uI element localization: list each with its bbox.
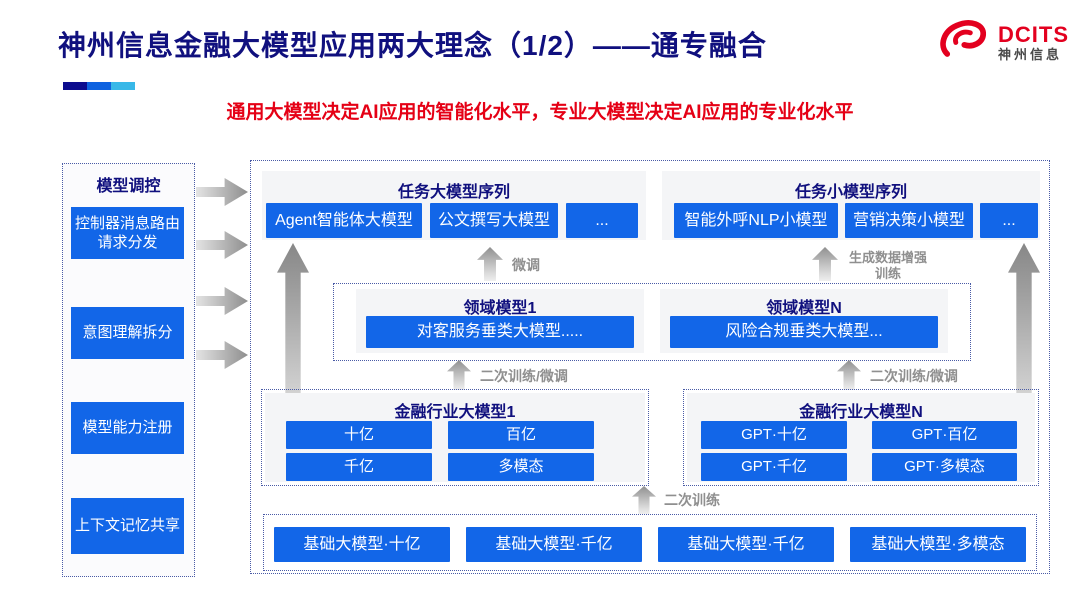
accent-segment bbox=[63, 82, 87, 90]
sidebar-item-controller-routing: 控制器消息路由请求分发 bbox=[71, 207, 184, 259]
base-model-1b-box: 基础大模型·十亿 bbox=[274, 527, 450, 562]
diagram-outer-container bbox=[250, 160, 1050, 574]
base-model-100b-box: 基础大模型·千亿 bbox=[658, 527, 834, 562]
marketing-decision-model-box: 营销决策小模型 bbox=[845, 203, 973, 238]
logo-name: DCITS bbox=[998, 22, 1069, 48]
secondary-ft-right-label: 二次训练/微调 bbox=[870, 368, 958, 384]
scale-box-100b: 千亿 bbox=[286, 453, 432, 481]
model-control-title: 模型调控 bbox=[96, 178, 161, 195]
sidebar-item-context-memory: 上下文记忆共享 bbox=[71, 498, 184, 554]
industry-model-1-title: 金融行业大模型1 bbox=[394, 404, 516, 421]
risk-compliance-model-box: 风险合规垂类大模型... bbox=[670, 316, 938, 348]
accent-segment bbox=[87, 82, 111, 90]
accent-bar bbox=[63, 82, 135, 90]
slide-subtitle: 通用大模型决定AI应用的智能化水平，专业大模型决定AI应用的专业化水平 bbox=[226, 102, 854, 123]
domain-model-n-title: 领域模型N bbox=[766, 300, 842, 317]
base-model-container bbox=[263, 514, 1037, 571]
page-title: 神州信息金融大模型应用两大理念（1/2）——通专融合 bbox=[58, 30, 767, 61]
dcits-logo: DCITS 神州信息 bbox=[938, 18, 1069, 67]
base-model-multimodal-box: 基础大模型·多模态 bbox=[850, 527, 1026, 562]
nlp-outbound-model-box: 智能外呼NLP小模型 bbox=[674, 203, 838, 238]
task-large-ellipsis-box: ... bbox=[566, 203, 638, 238]
logo-subtitle: 神州信息 bbox=[998, 47, 1063, 63]
fine-tune-label: 微调 bbox=[512, 257, 540, 273]
right-arrow-icon bbox=[196, 341, 248, 369]
task-large-model-title: 任务大模型序列 bbox=[397, 184, 510, 201]
customer-service-model-box: 对客服务垂类大模型..... bbox=[366, 316, 634, 348]
scale-box-10b: 百亿 bbox=[448, 421, 594, 449]
accent-segment bbox=[111, 82, 135, 90]
gpt-scale-box-100b: GPT·千亿 bbox=[701, 453, 847, 481]
agent-large-model-box: Agent智能体大模型 bbox=[266, 203, 422, 238]
task-small-ellipsis-box: ... bbox=[980, 203, 1038, 238]
industry-model-n-title: 金融行业大模型N bbox=[799, 404, 923, 421]
right-arrow-icon bbox=[196, 178, 248, 206]
gpt-scale-box-10b: GPT·百亿 bbox=[872, 421, 1017, 449]
gpt-scale-box-multimodal: GPT·多模态 bbox=[872, 453, 1017, 481]
scale-box-multimodal: 多模态 bbox=[448, 453, 594, 481]
document-writing-model-box: 公文撰写大模型 bbox=[430, 203, 558, 238]
sidebar-item-intent-split: 意图理解拆分 bbox=[71, 307, 184, 359]
gen-data-train-label: 生成数据增强训练 bbox=[848, 250, 927, 282]
gpt-scale-box-1b: GPT·十亿 bbox=[701, 421, 847, 449]
model-control-panel: 模型调控 控制器消息路由请求分发 意图理解拆分 模型能力注册 上下文记忆共享 bbox=[62, 163, 195, 577]
base-model-100b-box: 基础大模型·千亿 bbox=[466, 527, 642, 562]
domain-model-container bbox=[333, 283, 971, 361]
right-arrow-icon bbox=[196, 287, 248, 315]
right-arrow-icon bbox=[196, 231, 248, 259]
domain-model-1-title: 领域模型1 bbox=[463, 300, 537, 317]
secondary-ft-left-label: 二次训练/微调 bbox=[480, 368, 568, 384]
scale-box-1b: 十亿 bbox=[286, 421, 432, 449]
secondary-train-label: 二次训练 bbox=[664, 492, 720, 508]
task-small-model-title: 任务小模型序列 bbox=[794, 184, 907, 201]
sidebar-item-capability-register: 模型能力注册 bbox=[71, 402, 184, 454]
dcits-swirl-icon bbox=[936, 15, 993, 69]
